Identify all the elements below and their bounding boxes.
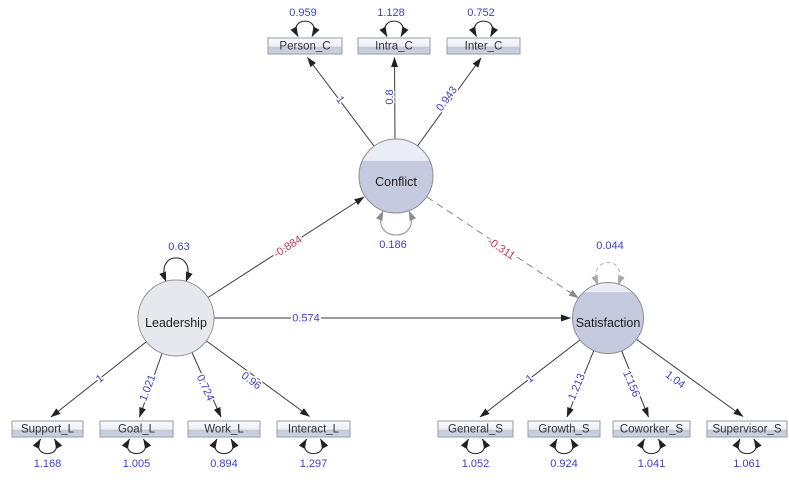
observed-work-l-box[interactable] [187,420,261,438]
path-satisfaction-to-supervisor-s[interactable] [635,338,744,417]
path-conflict-to-satisfaction[interactable] [426,196,579,299]
observed-general-s-label: General_S [448,424,503,436]
observed-intra-c-box[interactable] [357,37,431,55]
error-general-s: 1.052 [462,458,490,470]
loading-coworker-s: 1.156 [620,369,642,399]
loading-work-l: 0.724 [194,373,217,403]
coef-leadership-conflict: -0.884 [272,233,305,260]
observed-interact-l-box[interactable] [276,420,351,438]
error-supervisor-s: 1.061 [733,458,761,470]
observed-work-l-label: Work_L [204,424,244,436]
observed-supervisor-s-label: Supervisor_S [712,424,781,436]
loading-growth-s: 1.213 [566,372,588,402]
observed-goal-l-box[interactable] [99,420,174,438]
variance-loop-coworker-s[interactable] [636,438,667,454]
latent-satisfaction-label: Satisfaction [576,316,641,330]
error-work-l: 0.894 [210,458,238,470]
variance-loop-conflict[interactable] [375,210,417,236]
variance-loop-inter-c[interactable] [468,20,499,37]
coef-conflict-satisfaction: -0.311 [485,236,517,263]
path-leadership-to-work-l[interactable] [191,352,222,418]
variance-leadership: 0.63 [168,241,189,253]
variance-loop-satisfaction[interactable] [591,262,625,286]
latent-satisfaction-circle[interactable] [572,282,644,354]
path-conflict-to-intra-c[interactable] [391,57,399,140]
loading-supervisor-s: 1.04 [663,369,687,391]
path-satisfaction-to-coworker-s[interactable] [621,350,649,418]
variance-loop-interact-l[interactable] [298,438,329,454]
observed-support-l-label: Support_L [21,424,75,436]
loading-intra-c: 0.8 [384,89,396,104]
observed-inter-c-box[interactable] [446,37,521,55]
observed-person-c-box[interactable] [267,37,343,55]
error-person-c: 0.959 [289,7,317,19]
variance-loop-support-l[interactable] [32,438,63,454]
error-inter-c: 0.752 [467,7,495,19]
path-conflict-to-inter-c[interactable] [417,57,482,147]
observed-supervisor-s-box[interactable] [706,420,788,438]
observed-intra-c-label: Intra_C [375,41,413,53]
loading-interact-l: 0.96 [239,370,263,392]
latent-conflict-circle[interactable] [358,138,434,214]
observed-person-c-label: Person_C [279,41,330,53]
observed-interact-l-label: Interact_L [288,424,340,436]
path-leadership-to-goal-l[interactable] [139,353,163,418]
observed-goal-l-label: Goal_L [118,424,156,436]
variance-loop-goal-l[interactable] [121,438,152,454]
residual-satisfaction: 0.044 [596,240,624,252]
path-satisfaction-to-growth-s[interactable] [566,349,595,418]
path-leadership-to-conflict[interactable] [207,196,365,298]
path-conflict-to-person-c[interactable] [307,57,375,147]
variance-loop-general-s[interactable] [460,438,491,454]
error-coworker-s: 1.041 [638,458,666,470]
observed-inter-c-label: Inter_C [465,41,503,53]
path-leadership-to-support-l[interactable] [50,341,147,418]
variance-loop-work-l[interactable] [209,438,239,454]
error-intra-c: 1.128 [377,7,405,19]
latent-conflict-label: Conflict [375,175,417,189]
residual-conflict: 0.186 [379,239,407,251]
error-goal-l: 1.005 [123,458,151,470]
observed-coworker-s-box[interactable] [612,420,691,438]
observed-support-l-box[interactable] [11,420,84,438]
error-growth-s: 0.924 [550,458,578,470]
loading-goal-l: 1.021 [137,373,158,403]
variance-loop-supervisor-s[interactable] [732,438,762,454]
latent-leadership-label: Leadership [145,316,207,330]
observed-growth-s-box[interactable] [527,420,601,438]
observed-coworker-s-label: Coworker_S [620,424,684,436]
coef-leadership-satisfaction: 0.574 [292,313,320,325]
variance-loop-growth-s[interactable] [549,438,579,454]
observed-general-s-box[interactable] [437,420,514,438]
variance-loop-intra-c[interactable] [379,20,409,37]
variance-loop-leadership[interactable] [159,257,193,282]
loading-person-c: 1 [333,94,346,106]
path-satisfaction-to-general-s[interactable] [479,339,581,418]
latent-leadership-circle[interactable] [137,279,215,357]
error-support-l: 1.168 [34,458,62,470]
variance-loop-person-c[interactable] [290,20,320,37]
loading-inter-c: 0.943 [434,84,460,113]
path-leadership-to-interact-l[interactable] [206,340,310,417]
observed-growth-s-label: Growth_S [538,424,589,436]
loading-general-s: 1 [524,372,536,385]
error-interact-l: 1.297 [300,458,328,470]
